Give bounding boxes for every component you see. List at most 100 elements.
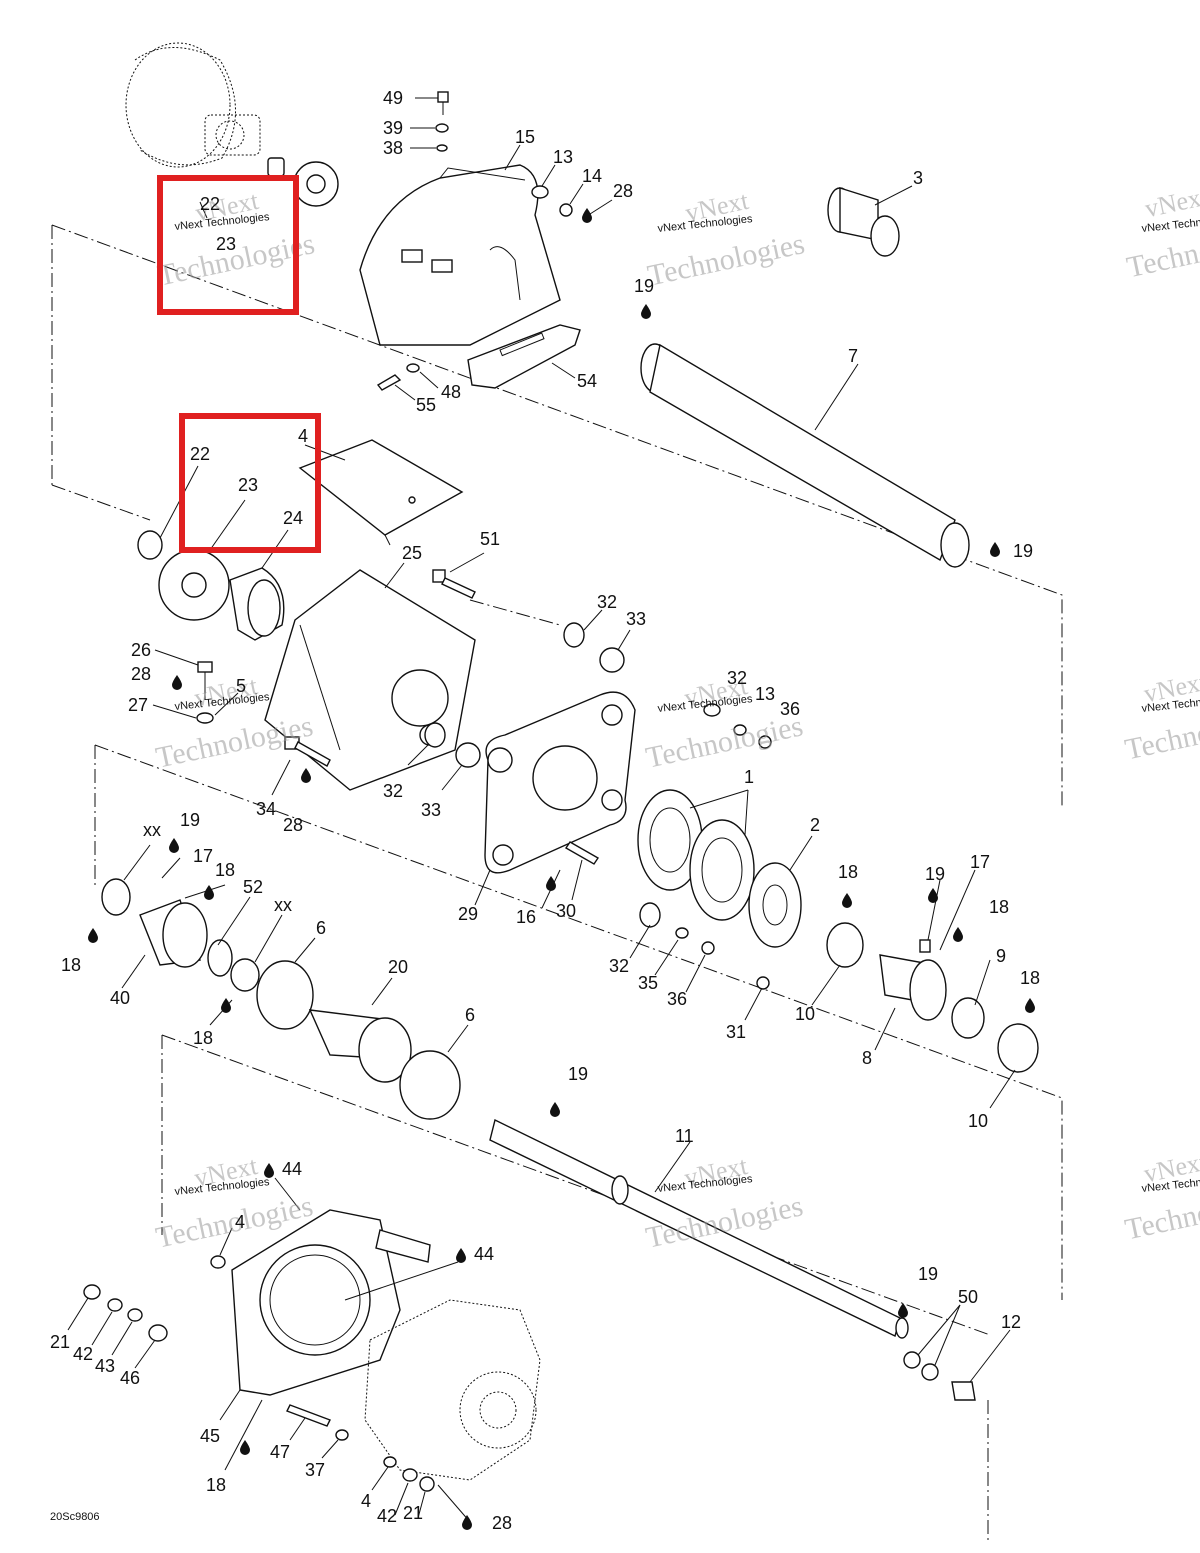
callout-45[interactable]: 45 <box>200 1426 220 1446</box>
callout-28[interactable]: 28 <box>131 664 151 684</box>
callout-4[interactable]: 4 <box>298 426 308 446</box>
callout-28[interactable]: 28 <box>613 181 633 201</box>
callout-11[interactable]: 11 <box>675 1126 694 1146</box>
callout-13[interactable]: 13 <box>755 684 775 704</box>
callout-18[interactable]: 18 <box>1020 968 1040 988</box>
callout-51[interactable]: 51 <box>480 529 500 549</box>
bolts-26-51-34 <box>196 569 476 767</box>
callout-23[interactable]: 23 <box>216 234 236 254</box>
callout-26[interactable]: 26 <box>131 640 151 660</box>
callout-xx[interactable]: xx <box>274 895 292 915</box>
callout-55[interactable]: 55 <box>416 395 436 415</box>
callout-8[interactable]: 8 <box>862 1048 872 1068</box>
callout-31[interactable]: 31 <box>726 1022 746 1042</box>
callout-19[interactable]: 19 <box>925 864 945 884</box>
callout-52[interactable]: 52 <box>243 877 263 897</box>
callout-38[interactable]: 38 <box>383 138 403 158</box>
callout-10[interactable]: 10 <box>795 1004 815 1024</box>
callout-17[interactable]: 17 <box>970 852 990 872</box>
callout-22[interactable]: 22 <box>190 444 210 464</box>
callout-24[interactable]: 24 <box>283 508 303 528</box>
callout-44[interactable]: 44 <box>282 1159 302 1179</box>
callout-xx[interactable]: xx <box>143 820 161 840</box>
callout-25[interactable]: 25 <box>402 543 422 563</box>
drop-icon <box>172 675 182 690</box>
callout-54[interactable]: 54 <box>577 371 597 391</box>
coupler-parts-22-23-24 <box>137 530 285 641</box>
callout-36[interactable]: 36 <box>667 989 687 1009</box>
callout-19[interactable]: 19 <box>918 1264 938 1284</box>
callout-6[interactable]: 6 <box>316 918 326 938</box>
callout-15[interactable]: 15 <box>515 127 535 147</box>
callout-42[interactable]: 42 <box>377 1506 397 1526</box>
callout-19[interactable]: 19 <box>568 1064 588 1084</box>
callout-21[interactable]: 21 <box>403 1503 423 1523</box>
callout-50[interactable]: 50 <box>958 1287 978 1307</box>
callout-12[interactable]: 12 <box>1001 1312 1021 1332</box>
callout-33[interactable]: 33 <box>626 609 646 629</box>
callout-28[interactable]: 28 <box>492 1513 512 1533</box>
callout-18[interactable]: 18 <box>838 862 858 882</box>
drop-icon <box>990 542 1000 557</box>
callout-32[interactable]: 32 <box>609 956 629 976</box>
callout-16[interactable]: 16 <box>516 907 536 927</box>
callout-34[interactable]: 34 <box>256 799 276 819</box>
callout-18[interactable]: 18 <box>61 955 81 975</box>
callout-33[interactable]: 33 <box>421 800 441 820</box>
callout-18[interactable]: 18 <box>989 897 1009 917</box>
callout-44[interactable]: 44 <box>474 1244 494 1264</box>
callout-7[interactable]: 7 <box>848 346 858 366</box>
callout-17[interactable]: 17 <box>193 846 213 866</box>
assembly-boundary-lines <box>51 224 1063 1540</box>
callout-18[interactable]: 18 <box>206 1475 226 1495</box>
callout-40[interactable]: 40 <box>110 988 130 1008</box>
callout-32[interactable]: 32 <box>383 781 403 801</box>
callout-30[interactable]: 30 <box>556 901 576 921</box>
pump-housing-outline <box>364 1299 541 1481</box>
callout-18[interactable]: 18 <box>193 1028 213 1048</box>
callout-10[interactable]: 10 <box>968 1111 988 1131</box>
callout-28[interactable]: 28 <box>283 815 303 835</box>
callout-32[interactable]: 32 <box>597 592 617 612</box>
callout-47[interactable]: 47 <box>270 1442 290 1462</box>
callout-22[interactable]: 22 <box>200 194 220 214</box>
callout-2[interactable]: 2 <box>810 815 820 835</box>
callout-13[interactable]: 13 <box>553 147 573 167</box>
callout-42[interactable]: 42 <box>73 1344 93 1364</box>
callout-23[interactable]: 23 <box>238 475 258 495</box>
callout-19[interactable]: 19 <box>634 276 654 296</box>
callout-19[interactable]: 19 <box>1013 541 1033 561</box>
callout-14[interactable]: 14 <box>582 166 602 186</box>
callout-21[interactable]: 21 <box>50 1332 70 1352</box>
callout-labels: 49 39 38 15 13 14 28 3 19 7 19 54 48 55 … <box>50 88 1040 1533</box>
bracket-part-25 <box>264 569 476 791</box>
callout-5[interactable]: 5 <box>236 676 246 696</box>
callout-39[interactable]: 39 <box>383 118 403 138</box>
drop-icon <box>928 888 938 903</box>
callout-1[interactable]: 1 <box>744 767 754 787</box>
callout-36[interactable]: 36 <box>780 699 800 719</box>
callout-3[interactable]: 3 <box>913 168 923 188</box>
highlight-box-middle[interactable] <box>179 413 321 553</box>
callout-37[interactable]: 37 <box>305 1460 325 1480</box>
callout-18[interactable]: 18 <box>215 860 235 880</box>
callout-19[interactable]: 19 <box>180 810 200 830</box>
callout-4[interactable]: 4 <box>235 1212 245 1232</box>
callout-4[interactable]: 4 <box>361 1491 371 1511</box>
callout-9[interactable]: 9 <box>996 946 1006 966</box>
callout-48[interactable]: 48 <box>441 382 461 402</box>
callout-49[interactable]: 49 <box>383 88 403 108</box>
callout-32[interactable]: 32 <box>727 668 747 688</box>
callout-6[interactable]: 6 <box>465 1005 475 1025</box>
callout-46[interactable]: 46 <box>120 1368 140 1388</box>
callout-43[interactable]: 43 <box>95 1356 115 1376</box>
driveshaft-part-7 <box>640 343 970 568</box>
callout-20[interactable]: 20 <box>388 957 408 977</box>
callout-29[interactable]: 29 <box>458 904 478 924</box>
drop-icon <box>221 998 231 1013</box>
callout-35[interactable]: 35 <box>638 973 658 993</box>
cover-part-15 <box>359 164 581 389</box>
callout-27[interactable]: 27 <box>128 695 148 715</box>
highlight-box-top[interactable] <box>157 175 299 315</box>
drop-icon <box>550 1102 560 1117</box>
